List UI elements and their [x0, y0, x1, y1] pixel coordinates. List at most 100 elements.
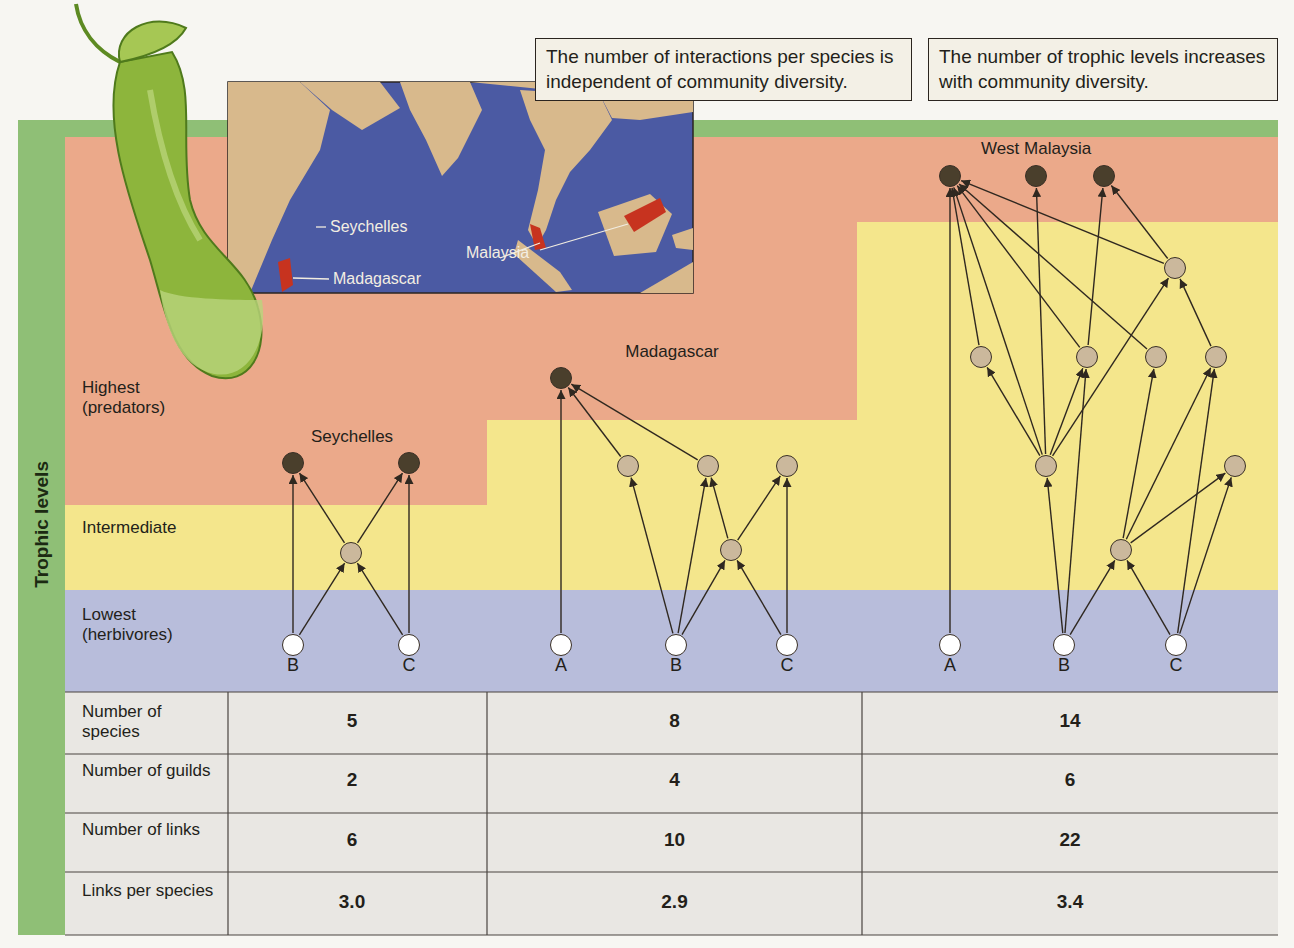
pitcher-lid	[119, 22, 186, 63]
intermediate-species	[1164, 257, 1186, 279]
feeding-link	[711, 478, 728, 539]
map-label: Malaysia	[466, 243, 586, 262]
feeding-link	[1127, 560, 1170, 634]
species-letter: B	[665, 656, 687, 676]
intermediate-species	[1035, 455, 1057, 477]
table-cell: 22	[866, 829, 1274, 852]
species-circle	[1224, 455, 1246, 477]
feeding-link	[1111, 185, 1167, 258]
species-circle	[697, 455, 719, 477]
web-title: Madagascar	[522, 342, 822, 362]
map-label: Madagascar	[333, 269, 463, 288]
species-circle	[550, 634, 572, 656]
intermediate-species	[1110, 539, 1132, 561]
species-circle	[1165, 634, 1187, 656]
herbivore-species: B	[282, 634, 304, 676]
table-cell: 10	[492, 829, 857, 852]
species-circle	[282, 634, 304, 656]
table-cell: 2	[232, 769, 472, 792]
tendril	[76, 4, 120, 62]
species-circle	[1025, 165, 1047, 187]
table-cell: 4	[492, 769, 857, 792]
species-circle	[398, 634, 420, 656]
species-circle	[617, 455, 639, 477]
band-label: Lowest (herbivores)	[82, 605, 207, 646]
herbivore-species: C	[1165, 634, 1187, 676]
feeding-link	[631, 478, 673, 634]
feeding-link	[571, 384, 697, 460]
table-cell: 8	[492, 710, 857, 733]
row-label: Links per species	[82, 881, 217, 901]
feeding-link	[961, 181, 1164, 264]
feeding-link	[1126, 368, 1210, 539]
web-title: West Malaysia	[886, 139, 1186, 159]
intermediate-species	[1145, 346, 1167, 368]
species-circle	[665, 634, 687, 656]
callout-box: The number of interactions per species i…	[535, 38, 912, 101]
feeding-link	[1036, 188, 1045, 454]
band-label: Intermediate	[82, 518, 207, 538]
table-cell: 5	[232, 710, 472, 733]
predator-species	[1025, 165, 1047, 187]
predator-species	[550, 367, 572, 389]
web-title: Seychelles	[202, 427, 502, 447]
axis-title: Trophic levels	[31, 424, 54, 624]
species-circle	[398, 452, 420, 474]
callout-text: The number of trophic levels increases w…	[939, 45, 1267, 94]
feeding-link	[738, 476, 781, 540]
herbivore-species: B	[1053, 634, 1075, 676]
feeding-link	[357, 563, 402, 635]
species-letter: C	[398, 656, 420, 676]
table-cell: 2.9	[492, 891, 857, 914]
table-cell: 3.0	[232, 891, 472, 914]
species-circle	[550, 367, 572, 389]
herbivore-species: B	[665, 634, 687, 676]
predator-species	[282, 452, 304, 474]
species-circle	[282, 452, 304, 474]
species-circle	[1164, 257, 1186, 279]
intermediate-species	[697, 455, 719, 477]
species-letter: C	[776, 656, 798, 676]
band-label: Highest (predators)	[82, 378, 207, 419]
herbivore-species: C	[776, 634, 798, 676]
predator-species	[939, 165, 961, 187]
table-grid	[65, 692, 1278, 935]
feeding-link	[786, 478, 787, 633]
intermediate-species	[1205, 346, 1227, 368]
ocean	[228, 82, 693, 293]
feeding-link	[1053, 278, 1169, 456]
row-label: Number of guilds	[82, 761, 217, 781]
feeding-link	[1131, 473, 1226, 543]
pitcher-highlight	[150, 90, 200, 240]
feeding-link	[949, 188, 950, 633]
species-circle	[939, 165, 961, 187]
row-label: Number of species	[82, 702, 217, 743]
species-letter: C	[1165, 656, 1187, 676]
feeding-link	[1180, 279, 1211, 346]
species-circle	[1110, 539, 1132, 561]
species-circle	[1205, 346, 1227, 368]
species-circle	[776, 634, 798, 656]
species-circle	[1076, 346, 1098, 368]
row-label: Number of links	[82, 820, 217, 840]
map-label: Seychelles	[330, 217, 450, 236]
feeding-link	[1050, 368, 1083, 455]
species-circle	[1093, 165, 1115, 187]
feeding-link	[957, 186, 1080, 348]
intermediate-species	[617, 455, 639, 477]
table-cell: 6	[866, 769, 1274, 792]
feeding-link	[560, 390, 561, 633]
herbivore-species: A	[550, 634, 572, 676]
land	[228, 82, 693, 293]
feeding-link	[678, 478, 706, 633]
intermediate-species	[340, 542, 362, 564]
feeding-link	[1047, 478, 1063, 633]
feeding-link	[1070, 560, 1115, 634]
species-circle	[720, 539, 742, 561]
table-cell: 14	[866, 710, 1274, 733]
species-circle	[340, 542, 362, 564]
feeding-link	[987, 367, 1040, 455]
pitcher-fluid	[160, 290, 263, 375]
